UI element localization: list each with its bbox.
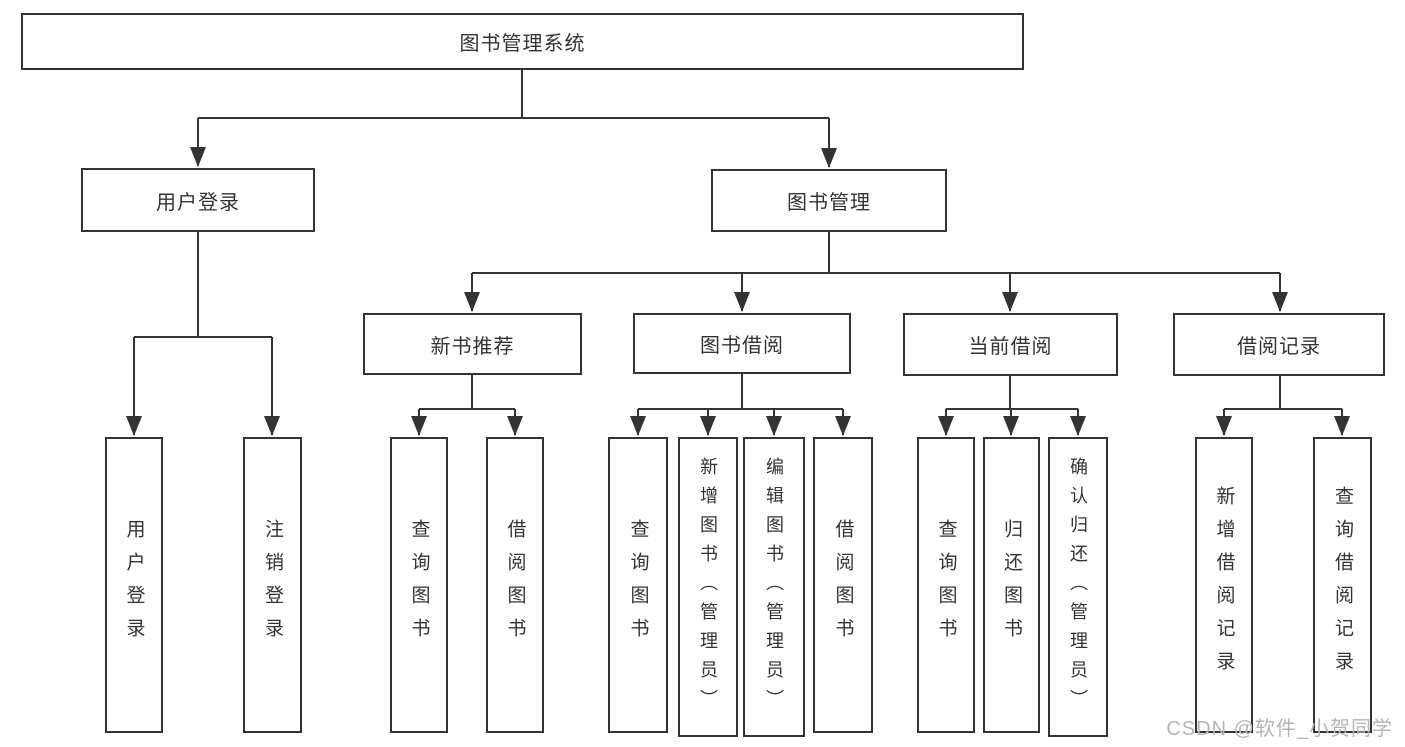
leaf-query-books-2: 查询图书 — [608, 437, 668, 733]
node-book-borrowing: 图书借阅 — [633, 313, 851, 374]
csdn-watermark: CSDN @软件_小贺同学 — [1166, 718, 1393, 740]
node-current-borrowing-label: 当前借阅 — [968, 336, 1053, 358]
leaf-borrow-books-1-label: 借阅图书 — [504, 519, 526, 651]
node-borrowing-records: 借阅记录 — [1173, 313, 1385, 376]
leaf-query-books-1-label: 查询图书 — [408, 519, 430, 651]
node-new-book-recommend: 新书推荐 — [363, 313, 582, 375]
node-current-borrowing: 当前借阅 — [903, 313, 1118, 376]
leaf-add-books-admin: 新增图书（管理员） — [678, 437, 738, 737]
leaf-logout-label: 注销登录 — [262, 519, 283, 651]
leaf-user-login-label: 用户登录 — [123, 519, 145, 651]
node-root-label: 图书管理系统 — [459, 33, 586, 55]
node-root: 图书管理系统 — [21, 13, 1024, 70]
leaf-query-books-2-label: 查询图书 — [627, 519, 649, 651]
node-new-book-recommend-label: 新书推荐 — [430, 335, 515, 358]
leaf-query-books-3: 查询图书 — [917, 437, 975, 733]
leaf-edit-books-admin-label: 编辑图书（管理员） — [764, 456, 784, 718]
leaf-add-books-admin-label: 新增图书（管理员） — [698, 456, 718, 718]
leaf-user-login: 用户登录 — [105, 437, 163, 733]
leaf-borrow-books-2: 借阅图书 — [813, 437, 873, 733]
leaf-query-books-3-label: 查询图书 — [935, 519, 957, 651]
leaf-add-borrow-record-label: 新增借阅记录 — [1213, 486, 1235, 684]
leaf-query-borrow-record: 查询借阅记录 — [1313, 437, 1372, 733]
node-borrowing-records-label: 借阅记录 — [1237, 336, 1321, 358]
leaf-edit-books-admin: 编辑图书（管理员） — [743, 437, 805, 737]
node-book-management: 图书管理 — [711, 169, 947, 232]
leaf-borrow-books-1: 借阅图书 — [486, 437, 544, 733]
node-book-management-label: 图书管理 — [787, 192, 871, 214]
node-book-borrowing-label: 图书借阅 — [700, 335, 784, 357]
leaf-confirm-return-admin: 确认归还（管理员） — [1048, 437, 1108, 737]
leaf-borrow-books-2-label: 借阅图书 — [832, 519, 854, 651]
leaf-logout: 注销登录 — [243, 437, 302, 733]
leaf-add-borrow-record: 新增借阅记录 — [1195, 437, 1253, 733]
leaf-return-books-label: 归还图书 — [1001, 519, 1022, 651]
leaf-confirm-return-admin-label: 确认归还（管理员） — [1068, 456, 1088, 718]
node-user-login: 用户登录 — [81, 168, 315, 232]
node-user-login-label: 用户登录 — [156, 191, 240, 214]
leaf-return-books: 归还图书 — [983, 437, 1040, 733]
leaf-query-borrow-record-label: 查询借阅记录 — [1332, 486, 1353, 684]
leaf-query-books-1: 查询图书 — [390, 437, 448, 733]
